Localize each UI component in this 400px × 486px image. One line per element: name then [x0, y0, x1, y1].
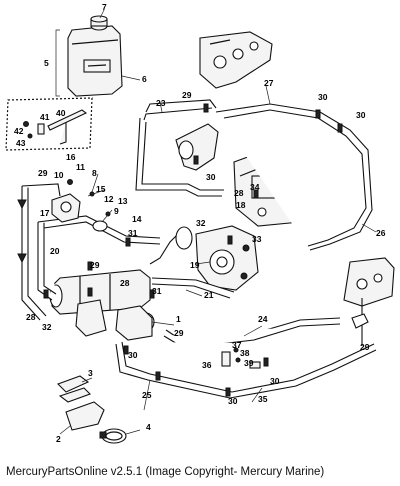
callout-29a: 29 [182, 90, 192, 100]
circulating-pump[interactable] [195, 225, 259, 291]
copyright-caption: MercuryPartsOnline v2.5.1 (Image Copyrig… [6, 466, 325, 478]
callout-17: 17 [40, 208, 50, 218]
callout-41: 41 [40, 112, 50, 122]
coolant-reservoir[interactable] [67, 25, 123, 97]
callout-30e: 30 [228, 396, 238, 406]
callout-31a: 31 [128, 228, 138, 238]
callout-30b: 30 [356, 110, 366, 120]
callout-24: 24 [258, 314, 268, 324]
callout-18: 18 [236, 200, 246, 210]
callout-29d: 29 [174, 328, 184, 338]
thermostat-small-parts[interactable] [51, 179, 111, 232]
callout-28c: 28 [120, 278, 130, 288]
cooling-system-exploded-diagram: 1 2 3 4 5 6 7 8 9 10 11 12 13 14 15 16 1… [5, 2, 395, 444]
callout-43: 43 [16, 138, 26, 148]
callout-34: 34 [250, 182, 260, 192]
callout-9: 9 [114, 206, 119, 216]
heat-exchanger-bottle[interactable] [49, 269, 155, 341]
callout-5: 5 [44, 58, 49, 68]
callout-38: 38 [240, 348, 250, 358]
thermostat-housing[interactable] [175, 123, 219, 171]
callout-23: 23 [156, 98, 166, 108]
callout-37: 37 [232, 340, 242, 350]
callout-2: 2 [56, 434, 61, 444]
callout-4: 4 [146, 422, 151, 432]
callout-30a: 30 [318, 92, 328, 102]
callout-labels: 1 2 3 4 5 6 7 8 9 10 11 12 13 14 15 16 1… [14, 2, 386, 444]
callout-40: 40 [56, 108, 66, 118]
callout-39: 39 [244, 358, 254, 368]
pads-and-clamp[interactable] [57, 375, 127, 444]
callout-35: 35 [258, 394, 268, 404]
callout-13: 13 [118, 196, 128, 206]
callout-11: 11 [76, 162, 85, 172]
callout-28b: 28 [26, 312, 36, 322]
callout-36: 36 [202, 360, 212, 370]
mounting-bracket-kit[interactable] [5, 97, 93, 151]
callout-16: 16 [66, 152, 76, 162]
callout-12: 12 [104, 194, 114, 204]
hose-20[interactable] [149, 231, 181, 265]
callout-10: 10 [54, 170, 64, 180]
exhaust-manifold-lower[interactable] [343, 257, 395, 307]
callout-1: 1 [176, 314, 181, 324]
callout-25: 25 [142, 390, 152, 400]
callout-8: 8 [92, 168, 97, 178]
callout-33: 33 [252, 234, 262, 244]
reservoir-cap[interactable] [90, 15, 108, 31]
callout-30f: 30 [270, 376, 280, 386]
exhaust-manifold-upper[interactable] [199, 31, 273, 89]
leader-lines [59, 9, 377, 435]
callout-14: 14 [132, 214, 142, 224]
callout-27: 27 [264, 78, 274, 88]
callout-20: 20 [50, 246, 60, 256]
callout-19: 19 [190, 260, 200, 270]
callout-29c: 29 [90, 260, 100, 270]
callout-21: 21 [204, 290, 214, 300]
callout-7: 7 [102, 2, 107, 12]
callout-42: 42 [14, 126, 24, 136]
callout-29e: 29 [360, 342, 370, 352]
callout-30c: 30 [206, 172, 216, 182]
callout-15: 15 [96, 184, 106, 194]
callout-3: 3 [88, 368, 93, 378]
callout-6: 6 [142, 74, 147, 84]
hose-21[interactable] [151, 277, 235, 293]
callout-29b: 29 [38, 168, 48, 178]
callout-32b: 32 [42, 322, 52, 332]
callout-31b: 31 [152, 286, 162, 296]
callout-32a: 32 [196, 218, 206, 228]
callout-28a: 28 [234, 188, 244, 198]
drain-fittings[interactable] [221, 347, 261, 369]
callout-30d: 30 [128, 350, 138, 360]
callout-26: 26 [376, 228, 386, 238]
hose-clamps [43, 103, 343, 397]
